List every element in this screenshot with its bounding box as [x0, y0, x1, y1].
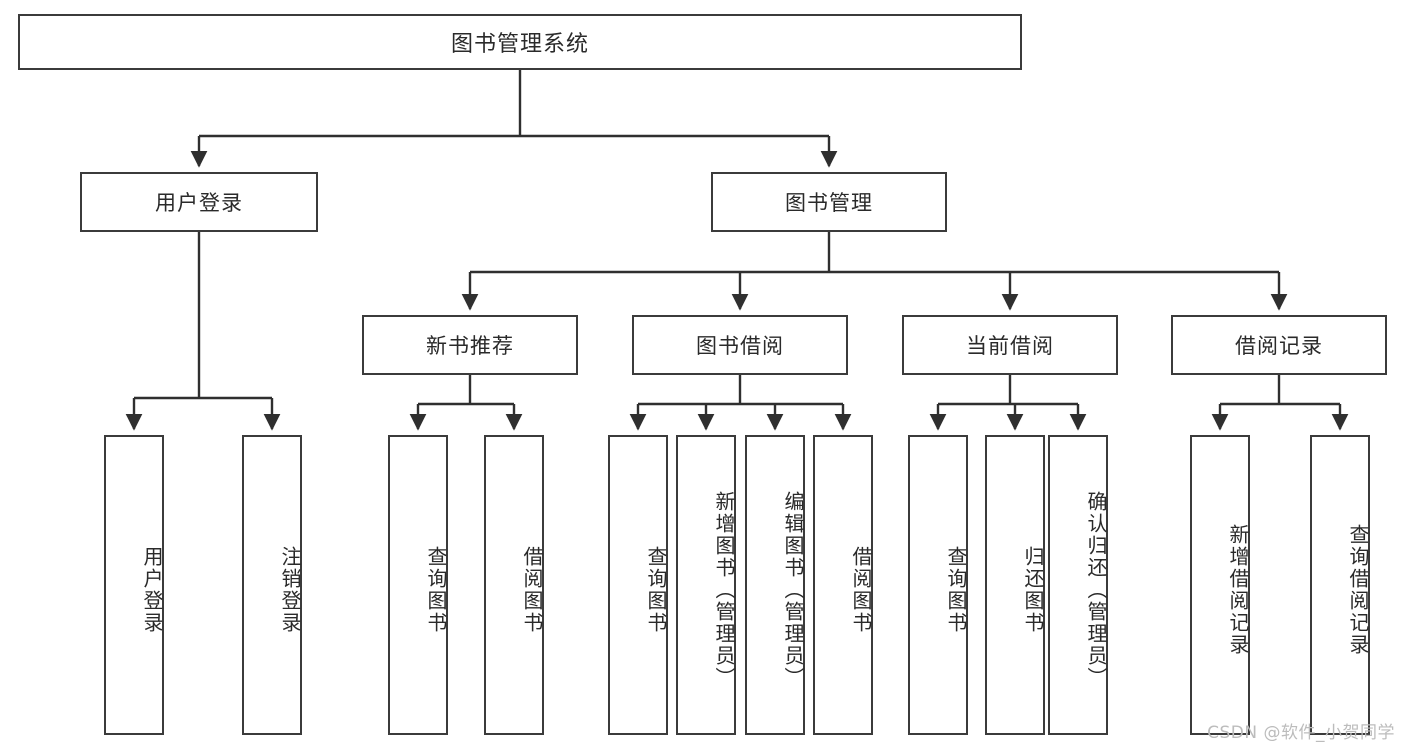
node-leaf-query-book-recommend[interactable]: 查询图书 — [388, 435, 448, 735]
node-leaf-return-book-label: 归还图书 — [1021, 546, 1045, 634]
node-book-management-label: 图书管理 — [785, 191, 873, 215]
node-leaf-user-login-label: 用户登录 — [140, 546, 164, 634]
node-book-management[interactable]: 图书管理 — [711, 172, 947, 232]
node-leaf-edit-book-admin[interactable]: 编辑图书（管理员） — [745, 435, 805, 735]
node-leaf-add-book-admin[interactable]: 新增图书（管理员） — [676, 435, 736, 735]
node-leaf-logout-label: 注销登录 — [278, 546, 302, 634]
node-leaf-add-book-admin-label: 新增图书（管理员） — [712, 491, 736, 689]
node-user-login[interactable]: 用户登录 — [80, 172, 318, 232]
node-book-borrow-label: 图书借阅 — [696, 334, 784, 358]
node-leaf-return-book[interactable]: 归还图书 — [985, 435, 1045, 735]
node-leaf-query-borrow-record[interactable]: 查询借阅记录 — [1310, 435, 1370, 735]
node-leaf-add-borrow-record[interactable]: 新增借阅记录 — [1190, 435, 1250, 735]
node-current-borrow[interactable]: 当前借阅 — [902, 315, 1118, 375]
node-user-login-label: 用户登录 — [155, 191, 243, 215]
node-leaf-query-borrow-record-label: 查询借阅记录 — [1346, 524, 1370, 656]
node-leaf-add-borrow-record-label: 新增借阅记录 — [1226, 524, 1250, 656]
node-root-label: 图书管理系统 — [450, 32, 589, 57]
node-leaf-query-book-current-label: 查询图书 — [944, 546, 968, 634]
node-leaf-query-book-current[interactable]: 查询图书 — [908, 435, 968, 735]
node-leaf-borrow-book-recommend-label: 借阅图书 — [520, 546, 544, 634]
node-leaf-user-login[interactable]: 用户登录 — [104, 435, 164, 735]
node-leaf-query-book-recommend-label: 查询图书 — [424, 546, 448, 634]
csdn-watermark: CSDN @软件_小贺同学 — [1207, 723, 1395, 743]
node-new-book-recommend-label: 新书推荐 — [426, 334, 514, 358]
node-leaf-query-book-borrow[interactable]: 查询图书 — [608, 435, 668, 735]
node-leaf-borrow-book[interactable]: 借阅图书 — [813, 435, 873, 735]
node-root[interactable]: 图书管理系统 — [18, 14, 1022, 70]
node-leaf-query-book-borrow-label: 查询图书 — [644, 546, 668, 634]
node-book-borrow[interactable]: 图书借阅 — [632, 315, 848, 375]
node-leaf-logout[interactable]: 注销登录 — [242, 435, 302, 735]
node-current-borrow-label: 当前借阅 — [966, 334, 1054, 358]
node-borrow-record-label: 借阅记录 — [1235, 334, 1323, 358]
node-borrow-record[interactable]: 借阅记录 — [1171, 315, 1387, 375]
node-leaf-edit-book-admin-label: 编辑图书（管理员） — [781, 491, 805, 689]
node-leaf-confirm-return-admin[interactable]: 确认归还（管理员） — [1048, 435, 1108, 735]
node-leaf-confirm-return-admin-label: 确认归还（管理员） — [1084, 491, 1108, 689]
node-leaf-borrow-book-recommend[interactable]: 借阅图书 — [484, 435, 544, 735]
node-new-book-recommend[interactable]: 新书推荐 — [362, 315, 578, 375]
node-leaf-borrow-book-label: 借阅图书 — [849, 546, 873, 634]
